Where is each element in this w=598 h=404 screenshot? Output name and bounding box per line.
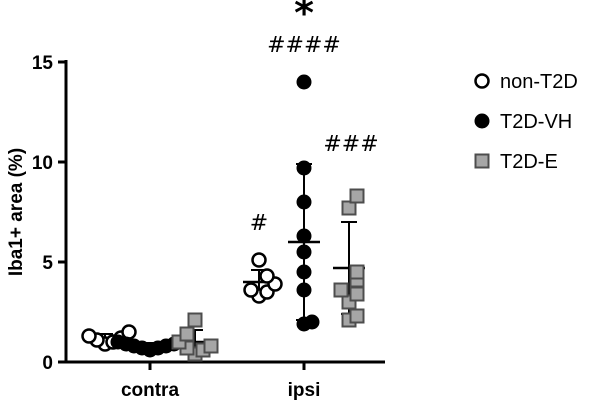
data-point [333,282,349,298]
data-point [81,328,97,344]
data-point [349,286,365,302]
legend-label: T2D-VH [500,111,572,133]
data-point [187,312,203,328]
x-tick-label: ipsi [288,380,321,401]
x-tick-label: contra [121,380,180,401]
data-point [349,188,365,204]
significance-non-t2d: # [250,211,268,236]
data-point [296,244,312,260]
annotations: #####*### [250,0,379,236]
y-tick-label: 15 [32,53,54,74]
data-point [349,308,365,324]
legend-marker [474,113,490,129]
data-point [203,338,219,354]
significance-star: * [294,0,314,35]
y-tick-label: 0 [42,353,53,374]
legend-marker [474,73,490,89]
data-point [259,268,275,284]
significance-t2d-e: ### [323,132,378,157]
legend-label: non-T2D [500,71,578,93]
y-tick-label: 5 [42,253,53,274]
data-point [296,228,312,244]
data-point [296,264,312,280]
data-point [304,314,320,330]
legend-marker [474,153,490,169]
data-point [296,74,312,90]
y-tick-label: 10 [32,153,53,174]
data-point [296,282,312,298]
data-point [121,324,137,340]
data-point [341,200,357,216]
data-marks [81,74,365,362]
legend: non-T2D T2D-VH T2D-E [474,71,578,173]
data-point [110,334,126,350]
y-axis-label: Iba1+ area (%) [6,148,27,276]
data-point [243,282,259,298]
data-point [251,252,267,268]
significance-t2d-vh: #### [267,33,341,58]
data-point [296,160,312,176]
axes: 0 5 10 15 contra ipsi Iba1+ area (%) [6,53,385,401]
data-point [349,264,365,280]
data-point [179,326,195,342]
legend-label: T2D-E [500,151,558,173]
data-point [296,194,312,210]
